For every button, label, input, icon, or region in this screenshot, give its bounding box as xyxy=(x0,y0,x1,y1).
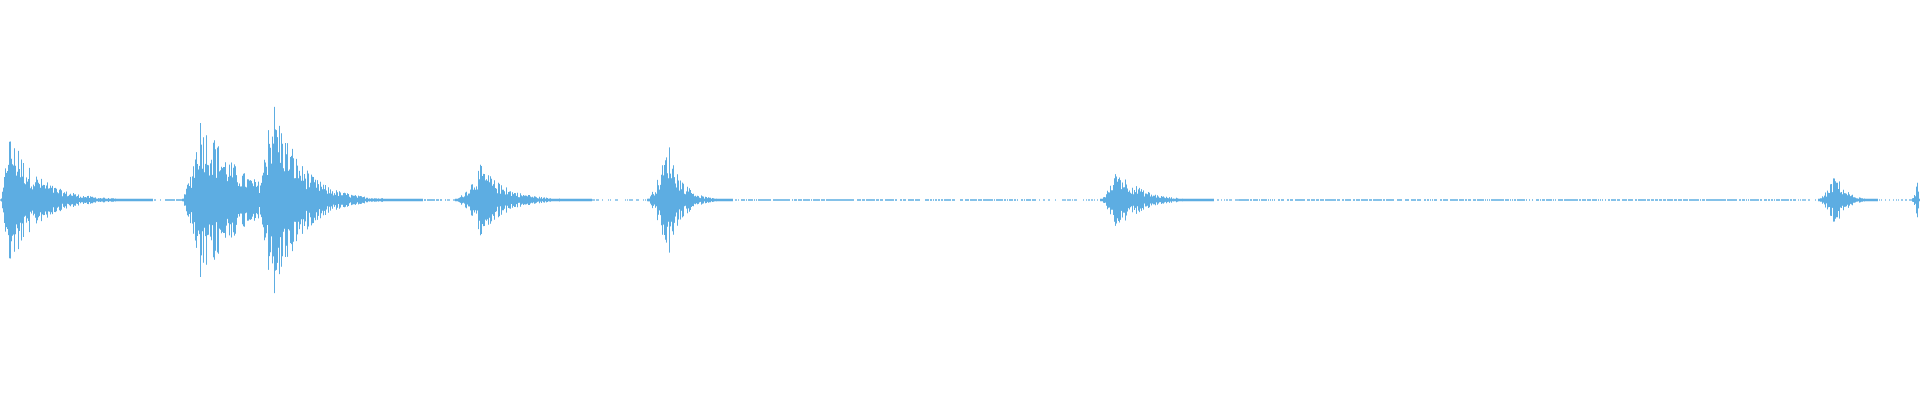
waveform-bars xyxy=(0,106,1920,294)
